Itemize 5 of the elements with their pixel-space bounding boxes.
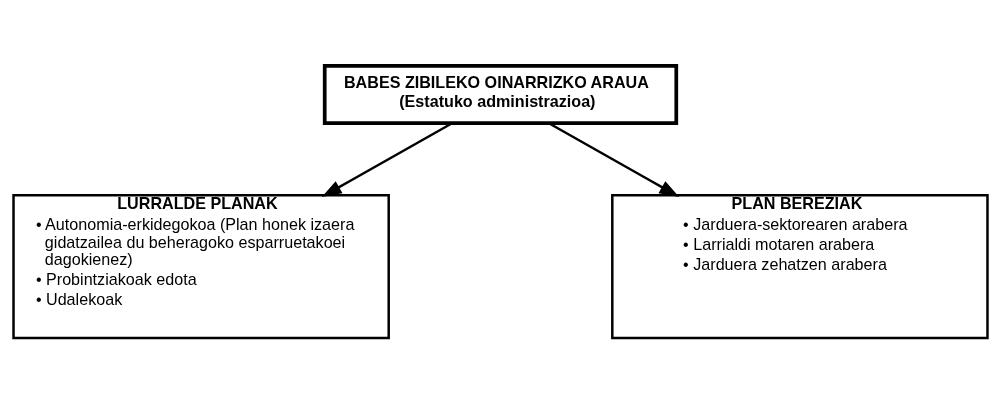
node-box: BABES ZIBILEKO OINARRIZKO ARAUA (Estatuko administrazioa) — [322, 64, 679, 125]
node-box: PLAN BEREZIAK • Jarduera-sektorearen arabera • Larrialdi motaren arabera • Jarduera zehatzen arabera — [611, 193, 989, 340]
arrow — [321, 122, 453, 197]
node-box: LURRALDE PLANAK • Autonomia-erkidegokoa (Plan honek izaera gidatzailea du beheragoko esparruetakoei dagokienez) • Probintziakoak edota • Udalekoak — [12, 193, 390, 340]
arrow — [548, 122, 680, 197]
